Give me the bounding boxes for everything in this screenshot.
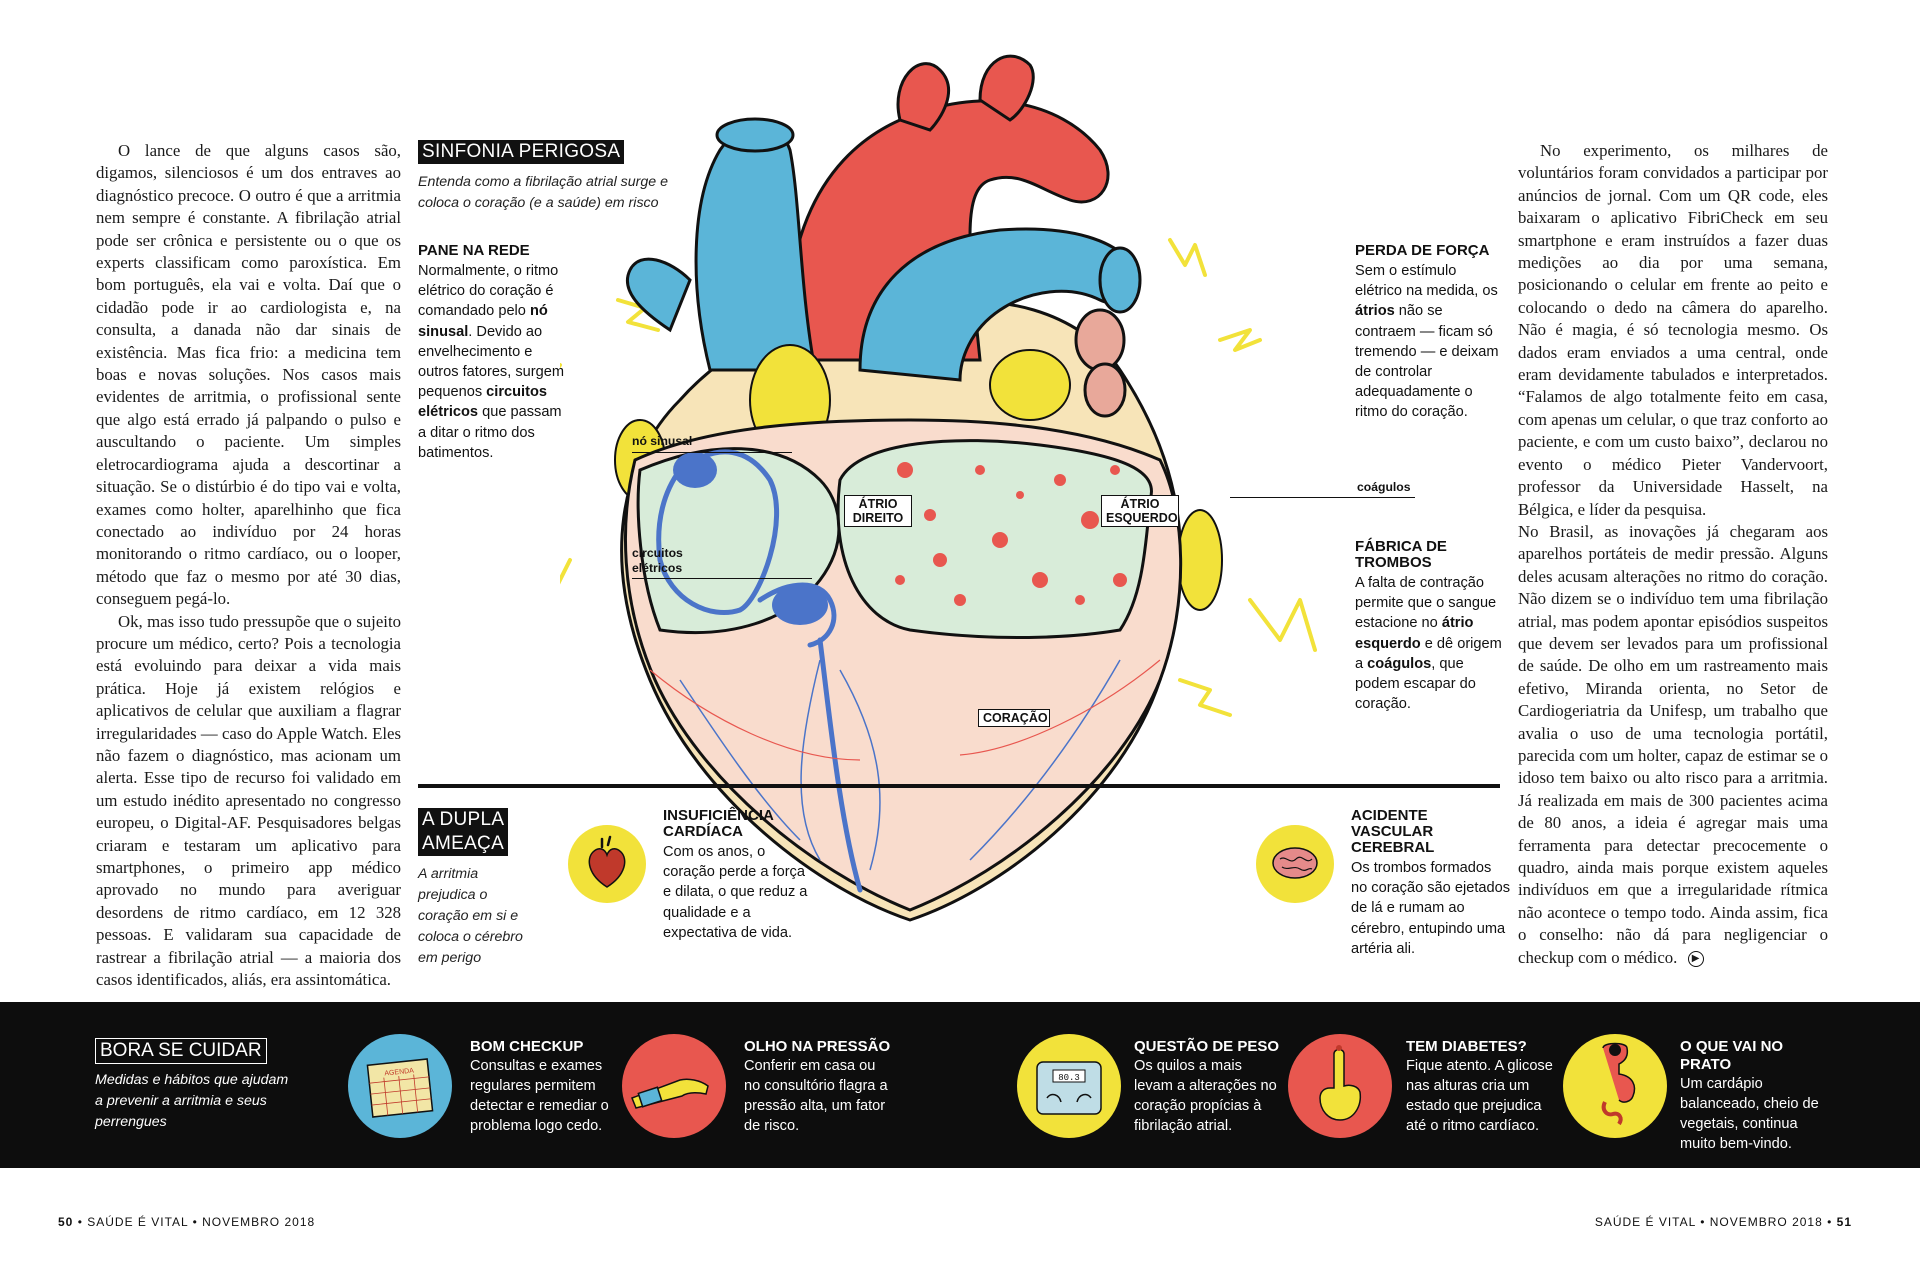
pane-body-2: nó sinusal (418, 303, 548, 340)
peso-block: QUESTÃO DE PESO Os quilos a mais levam a… (1134, 1038, 1284, 1136)
avc-body: Os trombos formados no coração são ejeta… (1351, 860, 1511, 957)
right-paragraph-2: No Brasil, as inovações já chegaram aos … (1518, 521, 1828, 967)
prato-block: O QUE VAI NO PRATO Um cardápio balancead… (1680, 1038, 1830, 1154)
pressao-body: Conferir em casa ou no consultório flagr… (744, 1058, 888, 1134)
perda-block: PERDA DE FORÇA Sem o estímulo elétrico n… (1355, 243, 1500, 423)
label-no-sinusal: nó sinusal (632, 434, 693, 448)
label-coagulos: coágulos (1357, 480, 1411, 494)
label-coracao: CORAÇÃO (978, 709, 1050, 727)
insuficiencia-block: INSUFICIÊNCIA CARDÍACA Com os anos, o co… (663, 808, 813, 943)
digestive-system-icon-svg (1601, 1042, 1636, 1126)
footer-left: 50 • SAÚDE É VITAL • NOVEMBRO 2018 (58, 1215, 315, 1229)
calendar-icon: AGENDA (348, 1034, 452, 1138)
dupla-title-2: AMEAÇA (418, 832, 509, 856)
perda-body: Sem o estímulo elétrico na medida, os át… (1355, 261, 1500, 423)
brain-icon-svg (1272, 847, 1318, 879)
sinfonia-block: SINFONIA PERIGOSA Entenda como a fibrila… (418, 140, 688, 214)
arrow-right-circle-icon: ▶ (1687, 950, 1704, 967)
scale-reading: 80.3 (1058, 1073, 1080, 1083)
finger-prick-icon (1288, 1034, 1392, 1138)
fabrica-body-2: átrio esquerdo (1355, 615, 1474, 652)
sinfonia-subtitle: Entenda como a fibrilação atrial surge e… (418, 174, 668, 211)
small-vessels (679, 659, 1121, 871)
clots (895, 462, 1127, 606)
dupla-title-1: A DUPLA (418, 808, 509, 832)
diabetes-block: TEM DIABETES? Fique atento. A glicose na… (1406, 1038, 1556, 1136)
right-paragraph-1: No experimento, os milhares de voluntári… (1518, 141, 1828, 519)
blood-pressure-icon-svg (631, 1078, 709, 1109)
label-atrio-esquerdo: ÁTRIO ESQUERDO (1101, 495, 1179, 527)
perda-heading: PERDA DE FORÇA (1355, 242, 1490, 259)
prato-body: Um cardápio balanceado, cheio de vegetai… (1680, 1076, 1819, 1152)
avc-block: ACIDENTE VASCULAR CEREBRAL Os trombos fo… (1351, 808, 1511, 959)
fabrica-block: FÁBRICA DE TROMBOS A falta de contração … (1355, 539, 1510, 714)
perda-body-2: átrios (1355, 303, 1395, 320)
calendar-agenda-text: AGENDA (384, 1067, 414, 1077)
footer-right: SAÚDE É VITAL • NOVEMBRO 2018 • 51 (1595, 1215, 1852, 1229)
pane-body-4: circuitos elétricos (418, 384, 547, 421)
checkup-heading: BOM CHECKUP (470, 1038, 584, 1055)
fabrica-heading: FÁBRICA DE TROMBOS (1355, 538, 1447, 571)
sinfonia-title: SINFONIA PERIGOSA (418, 140, 625, 164)
pressao-block: OLHO NA PRESSÃO Conferir em casa ou no c… (744, 1038, 894, 1136)
dupla-divider (418, 784, 1500, 788)
scale-icon-svg: 80.3 (1036, 1061, 1102, 1115)
bora-title-block: BORA SE CUIDAR Medidas e hábitos que aju… (95, 1038, 295, 1133)
left-paragraph-2: Ok, mas isso tudo pressupõe que o sujeit… (96, 611, 401, 990)
pointer-coagulos (1230, 497, 1415, 498)
avc-heading: ACIDENTE VASCULAR CEREBRAL (1351, 807, 1435, 856)
scale-icon: 80.3 (1017, 1034, 1121, 1138)
peso-heading: QUESTÃO DE PESO (1134, 1038, 1280, 1055)
heart-icon (568, 825, 646, 903)
pane-body: Normalmente, o ritmo elétrico do coração… (418, 261, 568, 463)
pane-heading: PANE NA REDE (418, 242, 530, 259)
fabrica-body-1: A falta de contração permite que o sangu… (1355, 575, 1497, 632)
calendar-icon-svg: AGENDA (366, 1058, 434, 1118)
perda-body-3: não se contraem — ficam só tremendo — e … (1355, 303, 1499, 421)
bora-subtitle: Medidas e hábitos que ajudam a prevenir … (95, 1072, 289, 1130)
finger-prick-icon-svg (1319, 1045, 1362, 1121)
diabetes-heading: TEM DIABETES? (1406, 1038, 1527, 1055)
bora-title: BORA SE CUIDAR (95, 1038, 267, 1064)
pointer-no-sinusal (632, 452, 792, 453)
checkup-body: Consultas e exames regulares permitem de… (470, 1058, 609, 1134)
pane-body-1: Normalmente, o ritmo elétrico do coração… (418, 263, 559, 320)
footer-left-text: • SAÚDE É VITAL • NOVEMBRO 2018 (77, 1215, 316, 1229)
pane-body-5: que passam a ditar o ritmo dos batimento… (418, 404, 562, 461)
footer-right-text: SAÚDE É VITAL • NOVEMBRO 2018 • (1594, 1215, 1833, 1229)
footer-right-page: 51 (1836, 1215, 1852, 1229)
label-circuitos-eletricos: circuitos elétricos (632, 546, 683, 575)
fabrica-body-5: , que podem escapar do coração. (1355, 655, 1476, 713)
pressao-heading: OLHO NA PRESSÃO (744, 1038, 891, 1055)
checkup-block: BOM CHECKUP Consultas e exames regulares… (470, 1038, 620, 1136)
digestive-system-icon (1563, 1034, 1667, 1138)
left-paragraph-1: O lance de que alguns casos são, digamos… (96, 141, 401, 609)
insuficiencia-heading: INSUFICIÊNCIA CARDÍACA (663, 807, 774, 840)
blood-pressure-icon (622, 1034, 726, 1138)
fabrica-body-3: e dê origem a (1355, 635, 1502, 672)
fabrica-body-4: coágulos (1367, 655, 1432, 672)
fabrica-body: A falta de contração permite que o sangu… (1355, 573, 1510, 714)
left-article-column: O lance de que alguns casos são, digamos… (96, 140, 401, 991)
brain-icon (1256, 825, 1334, 903)
peso-body: Os quilos a mais levam a alterações no c… (1134, 1058, 1277, 1134)
perda-body-1: Sem o estímulo elétrico na medida, os (1355, 263, 1498, 300)
insuficiencia-body: Com os anos, o coração perde a força e d… (663, 844, 808, 941)
diabetes-body: Fique atento. A glicose nas alturas cria… (1406, 1058, 1553, 1134)
dupla-block: A DUPLA AMEAÇA A arritmia prejudica o co… (418, 808, 538, 969)
pointer-circuitos (632, 578, 812, 579)
heart-icon-svg (588, 835, 626, 888)
pane-body-3: . Devido ao envelhecimento e outros fato… (418, 323, 565, 401)
pane-block: PANE NA REDE Normalmente, o ritmo elétri… (418, 243, 568, 463)
label-atrio-direito: ÁTRIO DIREITO (844, 495, 912, 527)
dupla-subtitle: A arritmia prejudica o coração em si e c… (418, 866, 523, 966)
footer-left-page: 50 (58, 1215, 74, 1229)
bora-se-cuidar-band: BORA SE CUIDAR Medidas e hábitos que aju… (0, 1002, 1920, 1168)
conduction-paths (656, 449, 863, 893)
right-article-column: No experimento, os milhares de voluntári… (1518, 140, 1828, 969)
prato-heading: O QUE VAI NO PRATO (1680, 1038, 1784, 1073)
red-vessels (649, 659, 1161, 761)
